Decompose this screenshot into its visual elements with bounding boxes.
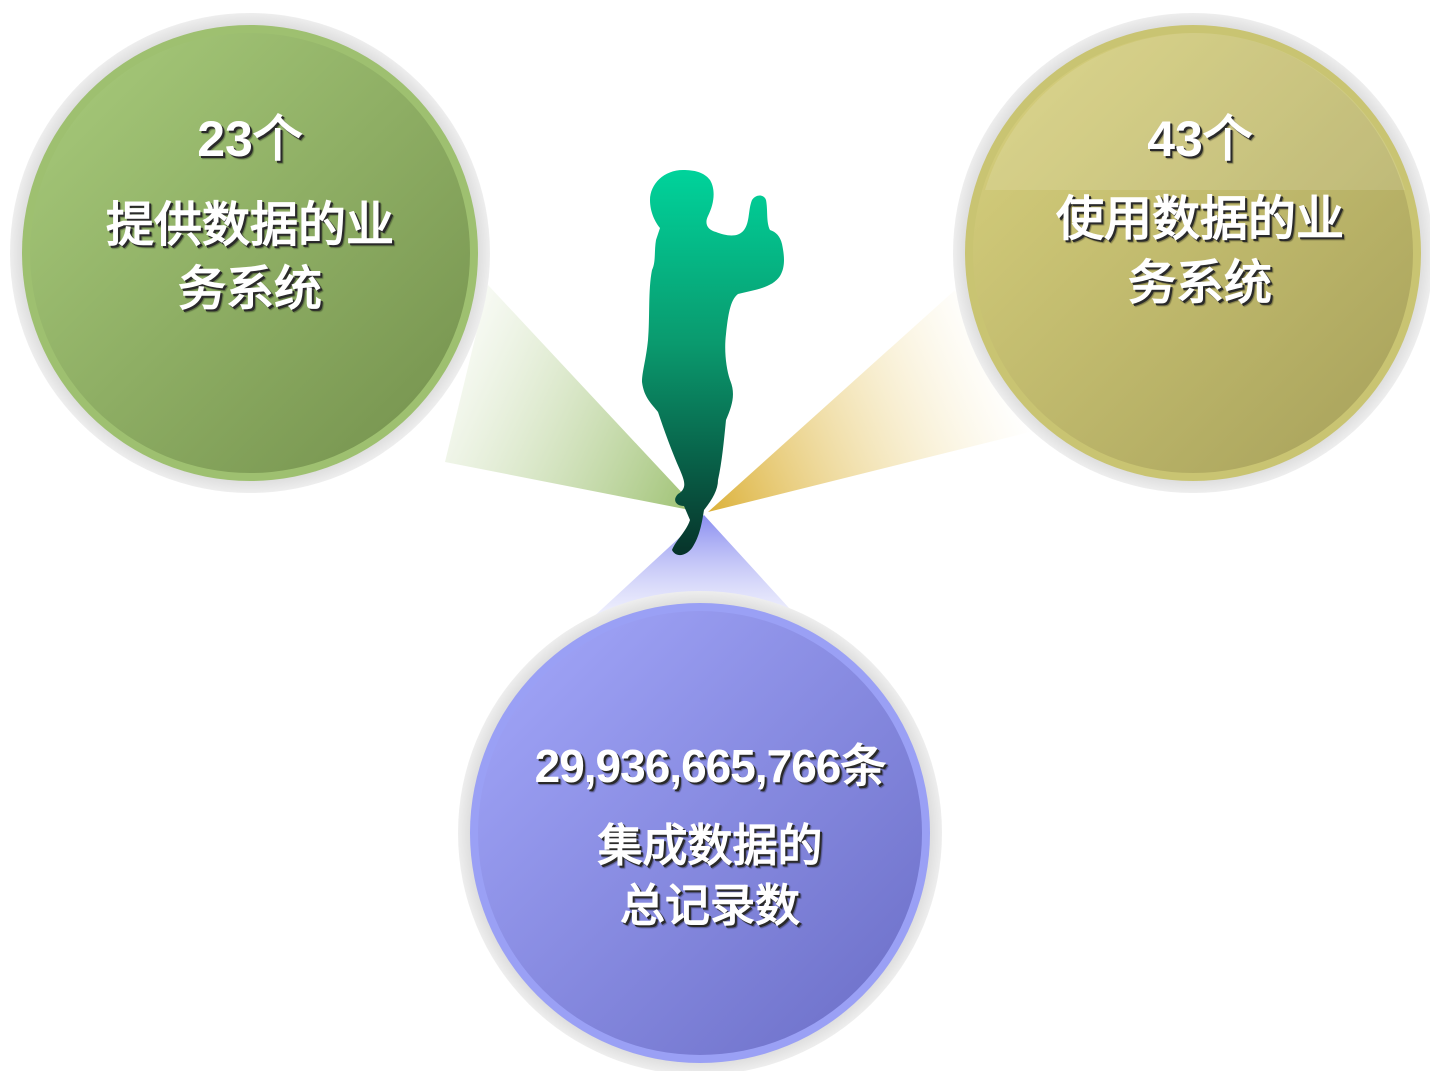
- beam-bottom: [590, 515, 800, 620]
- record-count: 29,936,665,766条: [534, 740, 887, 792]
- thumbs-up-person-silhouette-icon: [642, 170, 784, 556]
- left-circle-label: 23个 提供数据的业 务系统: [40, 108, 460, 322]
- provider-description: 提供数据的业 务系统: [105, 196, 394, 318]
- record-description: 集成数据的 总记录数: [597, 818, 823, 933]
- bottom-circle-label: 29,936,665,766条 集成数据的 总记录数: [480, 738, 940, 937]
- beam-right: [708, 290, 1030, 512]
- right-circle-label: 43个 使用数据的业 务系统: [990, 108, 1410, 316]
- consumer-description: 使用数据的业 务系统: [1055, 190, 1344, 312]
- consumer-count: 43个: [1147, 111, 1253, 167]
- right-circle: [953, 13, 1430, 493]
- left-circle: [10, 13, 490, 493]
- provider-count: 23个: [197, 111, 303, 167]
- beam-left: [445, 285, 700, 512]
- bottom-circle: [458, 591, 942, 1071]
